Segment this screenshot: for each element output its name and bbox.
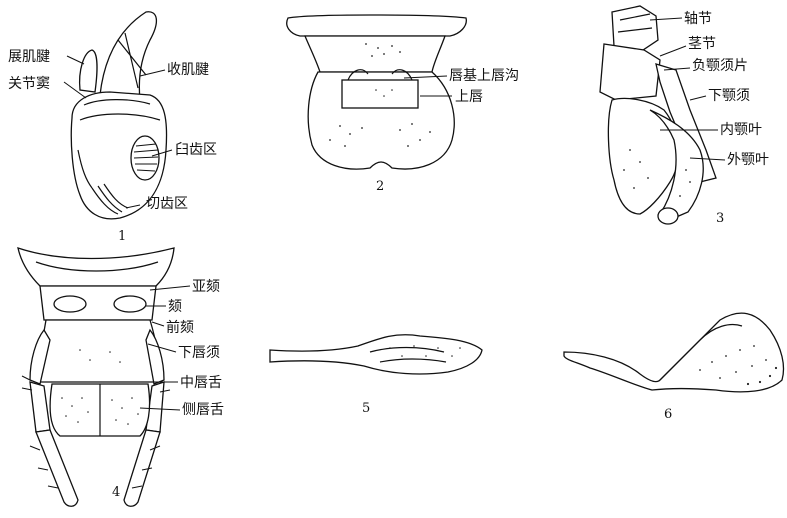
label-molar-area: 臼齿区 <box>175 142 217 158</box>
figure-number-4: 4 <box>112 485 120 500</box>
label-labrum: 上唇 <box>455 89 483 105</box>
label-adductor-tendon: 收肌腱 <box>167 62 209 78</box>
label-cardo: 轴节 <box>684 11 712 27</box>
label-maxillary-palp: 下颚须 <box>708 88 750 104</box>
figure-2-labrum: 唇基上唇沟 上唇 2 <box>287 15 519 194</box>
label-glossa: 中唇舌 <box>180 375 222 391</box>
label-submentum: 亚颏 <box>192 279 220 295</box>
label-articular-socket: 关节窦 <box>8 76 50 92</box>
label-galea: 外颚叶 <box>727 152 769 168</box>
label-prementum: 前颏 <box>166 319 194 336</box>
figure-number-5: 5 <box>362 401 370 416</box>
label-incisor-area: 切齿区 <box>146 196 188 212</box>
figure-6-superlingua: 6 <box>564 313 784 422</box>
figure-number-6: 6 <box>664 407 672 422</box>
figure-4-labium: 亚颏 颏 前颏 下唇须 中唇舌 侧唇舌 4 <box>18 248 224 506</box>
label-labial-palp: 下唇须 <box>178 345 220 361</box>
label-abductor-tendon: 展肌腱 <box>8 49 50 65</box>
label-mentum: 颏 <box>168 299 182 315</box>
figure-3-maxilla: 轴节 茎节 负颚须片 下颚须 内颚叶 外颚叶 3 <box>600 6 769 226</box>
label-clypeolabral-suture: 唇基上唇沟 <box>449 67 519 84</box>
label-paraglossa: 侧唇舌 <box>182 402 224 418</box>
figure-5-hypopharynx: 5 <box>270 335 482 416</box>
figure-1-mandible: 展肌腱 关节窦 收肌腱 臼齿区 切齿区 1 <box>8 12 217 244</box>
figure-number-1: 1 <box>118 229 126 244</box>
label-lacinia: 内颚叶 <box>720 122 762 138</box>
label-palpifer: 负颚须片 <box>692 58 748 74</box>
figure-number-3: 3 <box>716 211 724 226</box>
label-stipes: 茎节 <box>688 36 716 52</box>
figure-number-2: 2 <box>376 179 384 194</box>
